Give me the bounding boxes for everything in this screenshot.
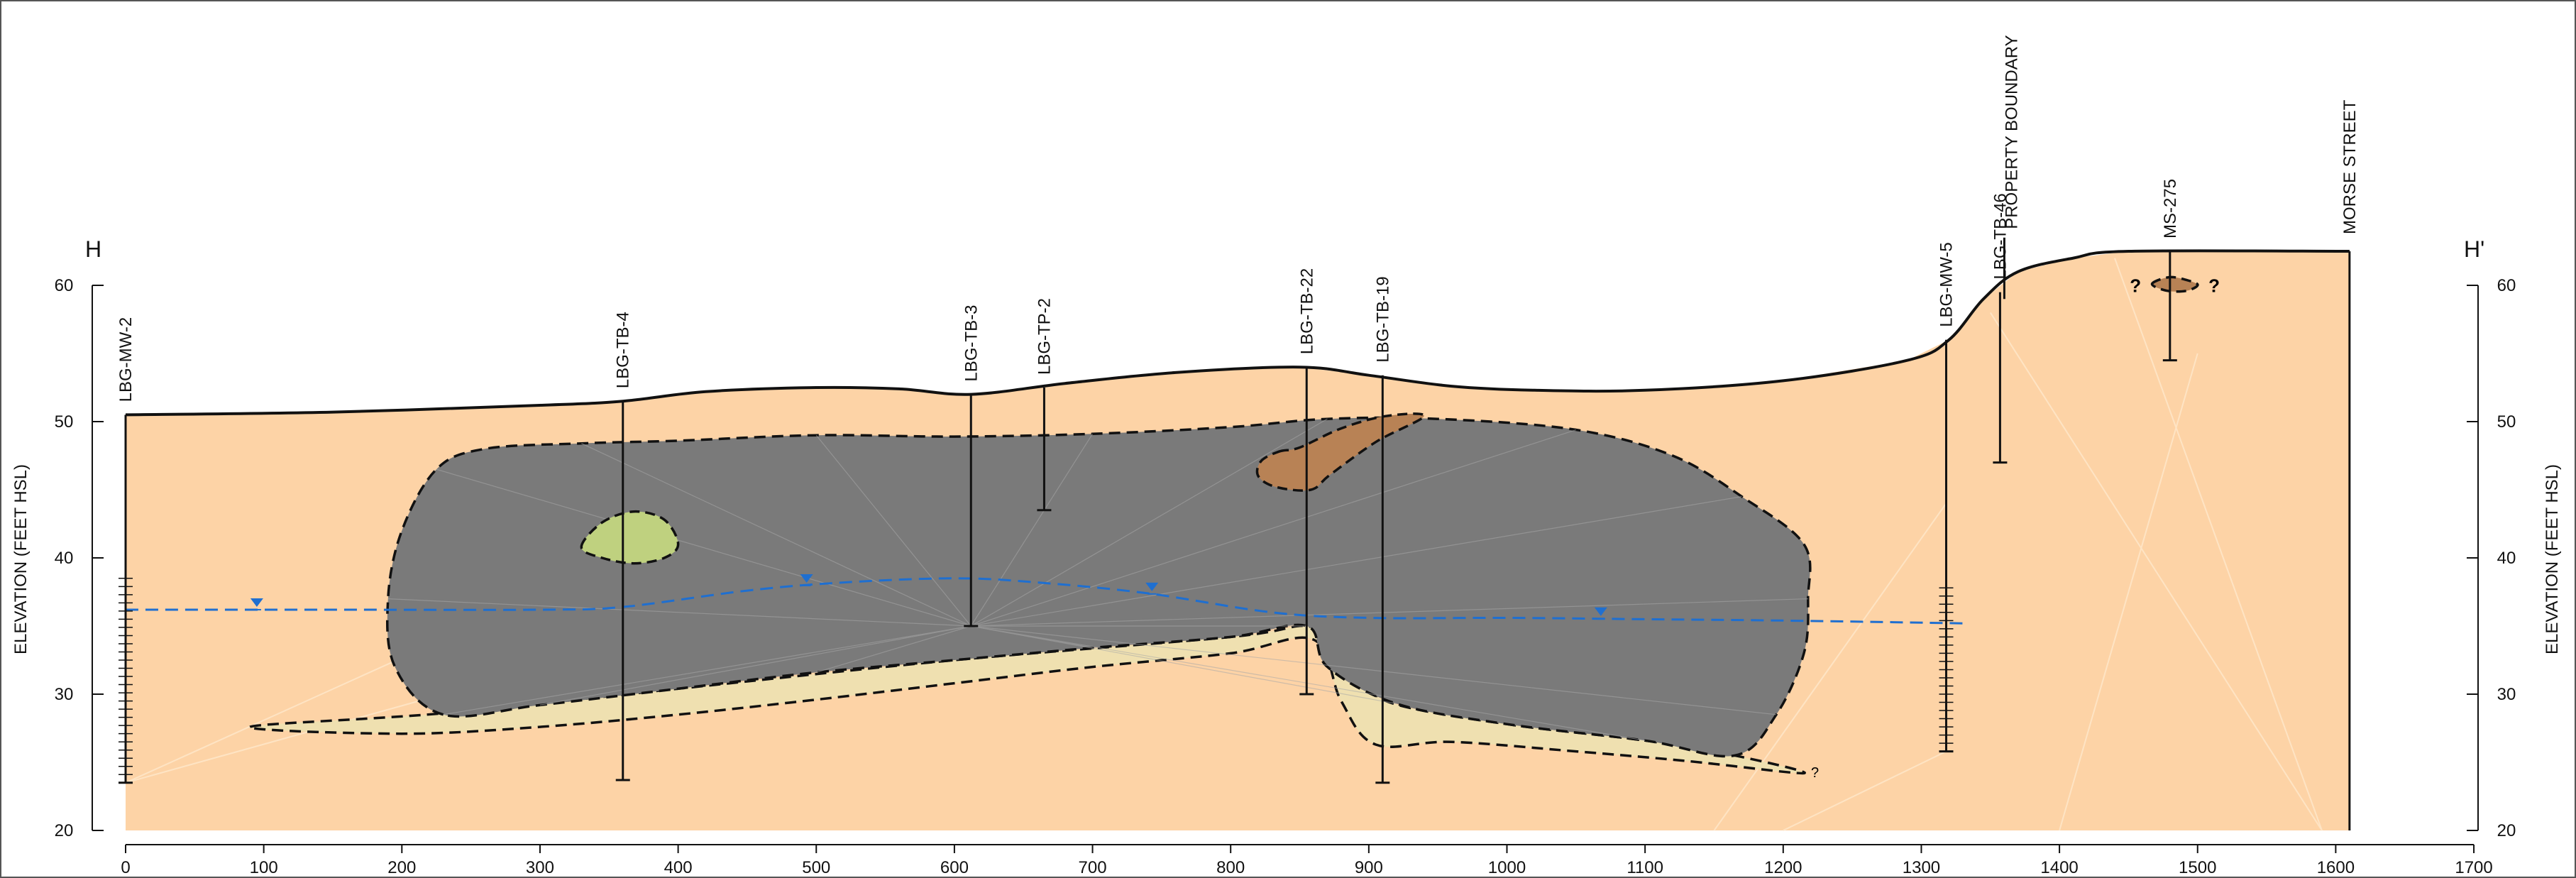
fan-line: [816, 625, 971, 673]
water-level-marker: [1145, 582, 1159, 591]
x-tick-label: 100: [250, 858, 278, 877]
x-tick-label: 600: [940, 858, 969, 877]
x-tick-label: 1200: [1764, 858, 1802, 877]
unknown-marker-right: ?: [2208, 275, 2220, 297]
x-tick-label: 1300: [1903, 858, 1940, 877]
fan-line: [971, 429, 1577, 627]
fan-line: [581, 443, 971, 627]
boring-label: LBG-MW-5: [1937, 242, 1956, 327]
x-tick-label: 700: [1079, 858, 1107, 877]
x-tick-label: 300: [526, 858, 554, 877]
y-tick-label-right: 20: [2497, 821, 2516, 840]
geologic-layers: ???: [125, 251, 2350, 831]
x-tick-label: 0: [121, 858, 130, 877]
y-tick-label-left: 50: [55, 412, 74, 432]
y-axis-title-left: ELEVATION (FEET HSL): [11, 464, 31, 654]
interpolation-line: [1783, 750, 1947, 831]
section-end-label: H': [2464, 236, 2484, 262]
fan-line: [971, 598, 1808, 627]
x-tick-label: 200: [387, 858, 416, 877]
fan-line: [387, 598, 971, 627]
y-tick-label-left: 40: [55, 549, 74, 568]
x-tick-label: 1400: [2040, 858, 2078, 877]
water-level-marker: [250, 598, 263, 607]
interpolation-line: [1989, 312, 2323, 831]
x-tick-label: 1500: [2179, 858, 2216, 877]
water-level-marker: [1594, 607, 1607, 616]
fan-line: [971, 625, 1093, 649]
interpolation-line: [1713, 503, 1947, 831]
boring-lbg-tb-4: LBG-TB-4: [614, 312, 633, 781]
interpolation-line: [2059, 353, 2198, 831]
gray-unit-fan-lines: [387, 418, 1808, 741]
unknown-marker-left: ?: [2130, 275, 2141, 297]
boring-ms-275: MS-275: [2161, 179, 2180, 362]
boring-lbg-tb-46: LBG-TB-46: [1991, 193, 2010, 464]
boring-label: LBG-TB-22: [1297, 268, 1316, 354]
unknown-marker-east: ?: [1811, 765, 1819, 781]
fan-line: [539, 625, 971, 706]
y-tick-label-left: 60: [55, 276, 74, 295]
fan-line: [971, 625, 1777, 715]
y-tick-label-left: 20: [55, 821, 74, 840]
x-tick-label: 1700: [2455, 858, 2492, 877]
x-tick-label: 1100: [1626, 858, 1663, 877]
boring-lbg-mw-2: LBG-MW-2: [116, 317, 136, 784]
y-axis-title-right: ELEVATION (FEET HSL): [2543, 464, 2562, 654]
boring-label: LBG-TB-3: [962, 305, 981, 382]
y-tick-label-left: 30: [55, 685, 74, 704]
interpolation-line: [2114, 258, 2323, 831]
fan-line: [971, 496, 1742, 627]
section-start-label: H: [85, 236, 101, 262]
x-tick-label: 400: [664, 858, 693, 877]
fan-line: [815, 434, 971, 627]
interpolation-line: [125, 693, 444, 784]
x-tick-label: 900: [1355, 858, 1383, 877]
boring-label: MS-275: [2161, 179, 2180, 238]
property-boundary-label: PROPERTY BOUNDARY: [2002, 35, 2021, 229]
borings: LBG-MW-2 LBG-TB-4 LBG-TB-3 LBG-TP-2 LBG-TB-2…: [116, 179, 2180, 784]
y-tick-label-right: 50: [2497, 412, 2516, 432]
y-tick-label-right: 40: [2497, 549, 2516, 568]
boring-lbg-tb-19: LBG-TB-19: [1373, 276, 1392, 784]
y-tick-label-right: 30: [2497, 685, 2516, 704]
boring-lbg-mw-5: LBG-MW-5: [1937, 242, 1956, 753]
x-tick-label: 1000: [1488, 858, 1526, 877]
green-lens: [580, 510, 680, 565]
fan-line: [970, 433, 1094, 627]
fan-line: [971, 625, 1646, 741]
boring-label: LBG-TB-19: [1373, 276, 1392, 362]
water-level-marker: [800, 574, 813, 583]
unknown-markers: ???: [1811, 275, 2220, 781]
morse-street-label: MORSE STREET: [2340, 99, 2360, 234]
boring-label: LBG-TP-2: [1035, 298, 1054, 375]
x-tick-label: 1600: [2317, 858, 2355, 877]
y-tick-label-right: 60: [2497, 276, 2516, 295]
tan-unit: [248, 624, 1806, 775]
boring-lbg-tb-3: LBG-TB-3: [962, 305, 981, 627]
boring-label: LBG-TB-4: [614, 312, 633, 388]
fan-line: [436, 468, 971, 627]
boring-label: LBG-MW-2: [116, 317, 136, 402]
fan-line: [970, 418, 1328, 627]
water-table: [125, 574, 1963, 625]
boring-label: LBG-TB-46: [1991, 193, 2010, 279]
boring-lbg-tp-2: LBG-TP-2: [1035, 298, 1054, 512]
x-tick-label: 800: [1216, 858, 1245, 877]
boring-lbg-tb-22: LBG-TB-22: [1297, 268, 1316, 696]
fan-line: [443, 625, 971, 715]
x-tick-label: 500: [802, 858, 830, 877]
